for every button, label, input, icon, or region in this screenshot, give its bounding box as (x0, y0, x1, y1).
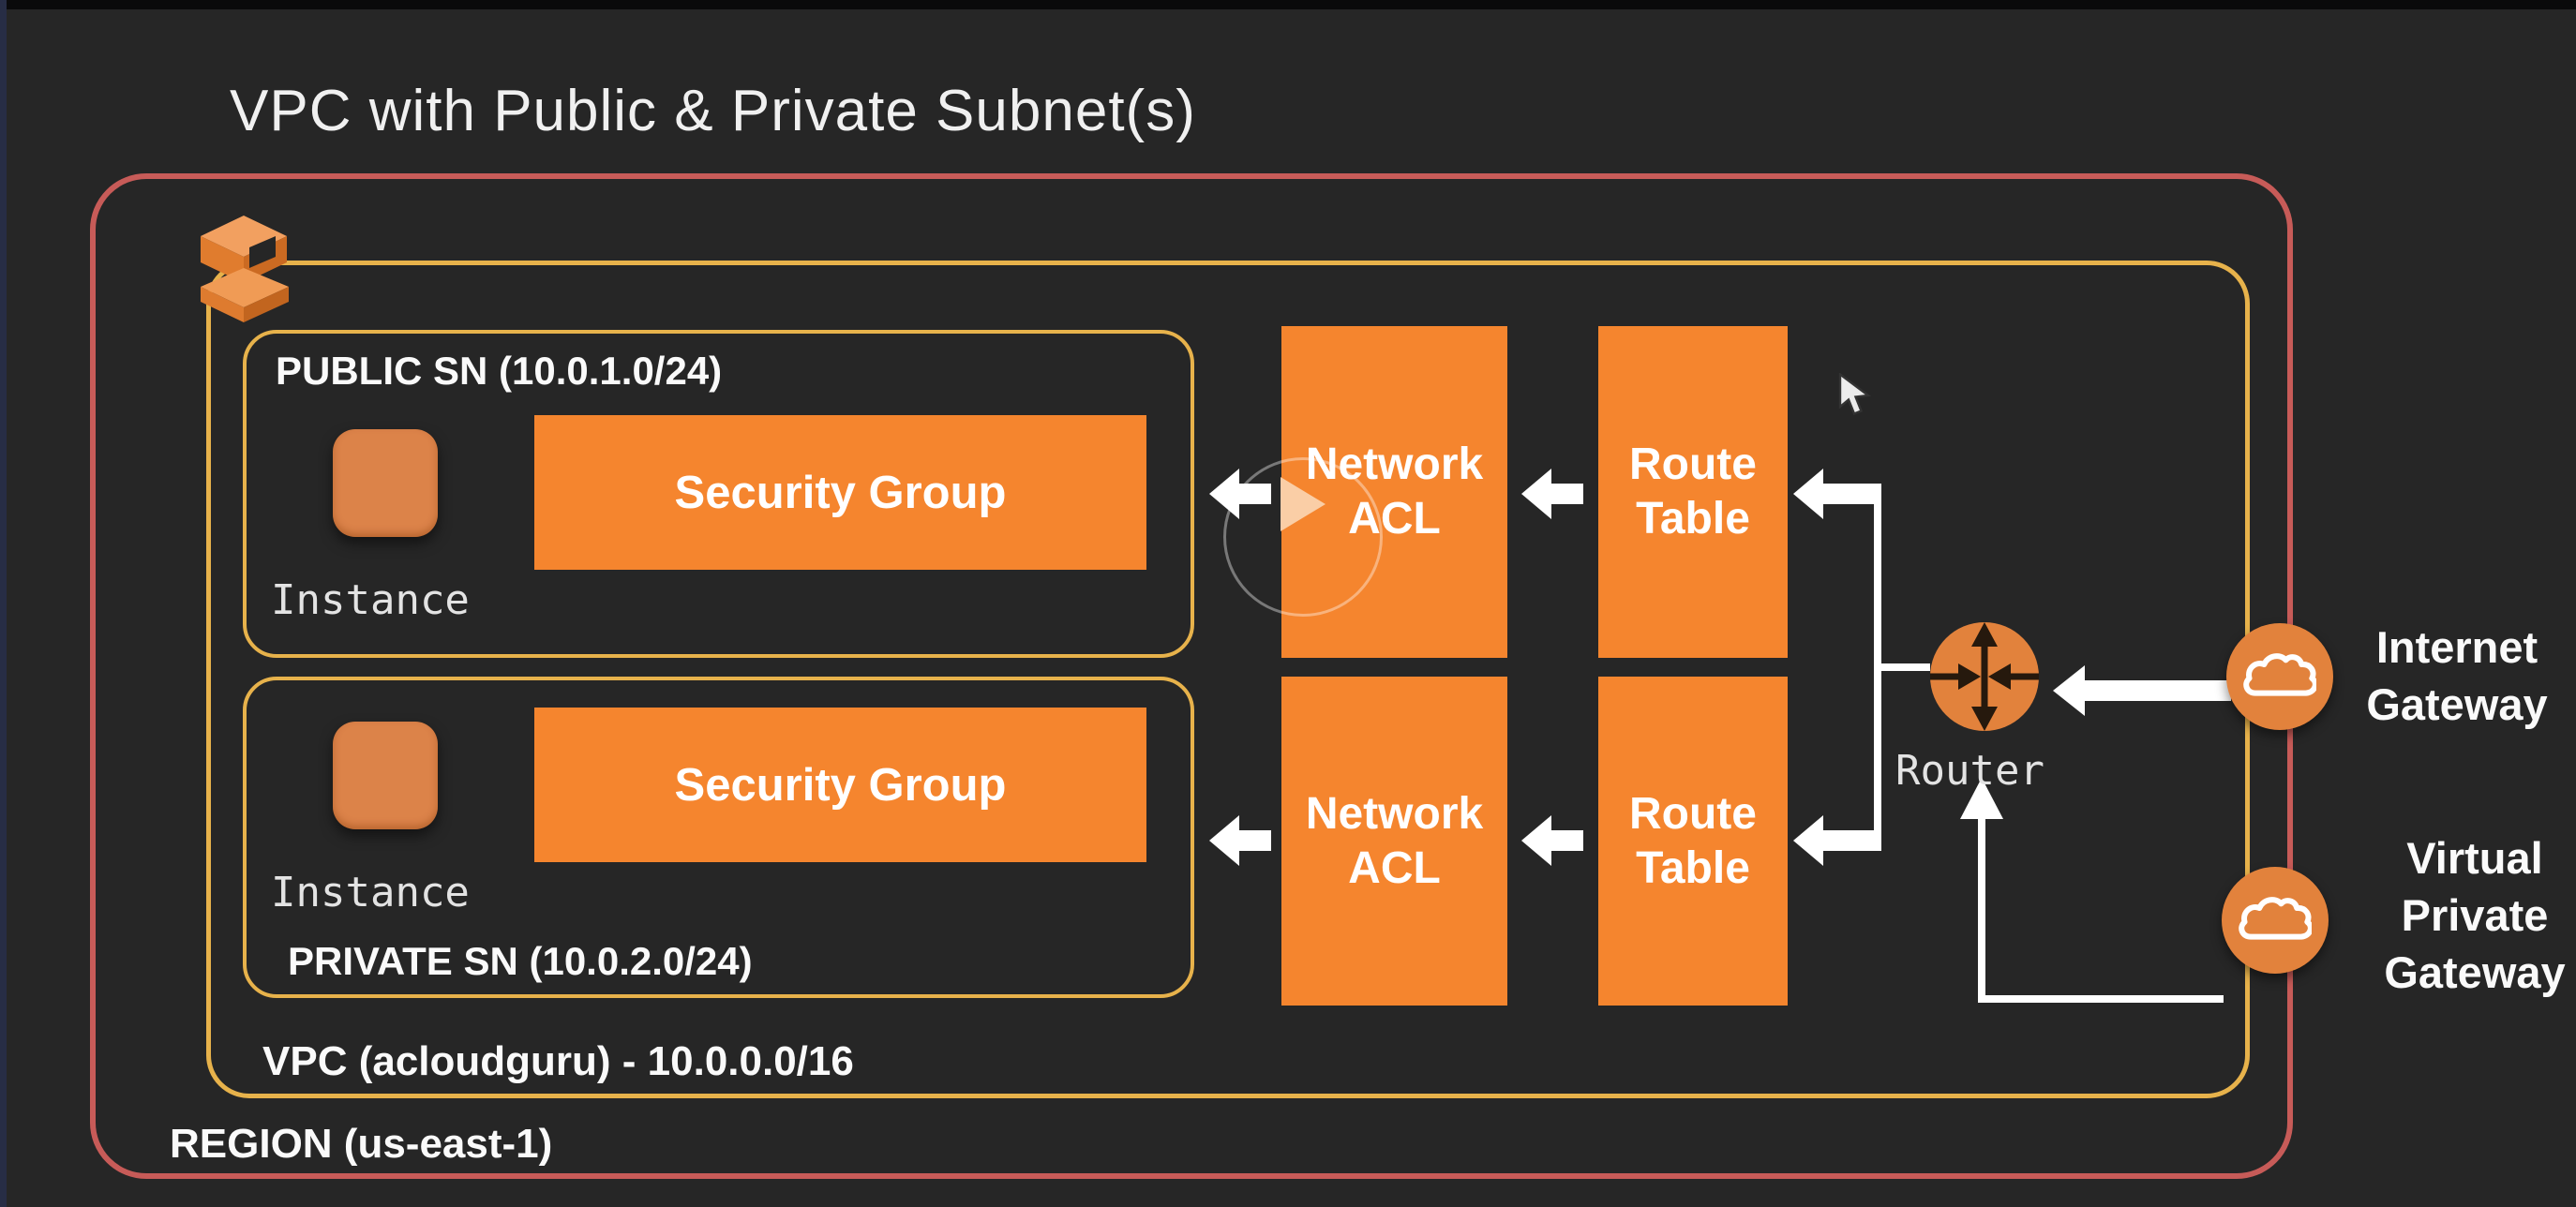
internet-gateway-label: Internet Gateway (2334, 618, 2576, 733)
private-subnet-label: PRIVATE SN (10.0.2.0/24) (288, 939, 753, 983)
video-left-edge (0, 0, 7, 1207)
vpg-label-line: Gateway (2384, 947, 2566, 997)
region-label: REGION (us-east-1) (170, 1121, 553, 1167)
route-table-label: Route (1629, 788, 1757, 839)
route-table-box: Route Table (1598, 326, 1788, 658)
security-group-label: Security Group (674, 759, 1007, 811)
instance-label: Instance (271, 576, 470, 624)
mouse-cursor-icon (1838, 373, 1872, 416)
internet-gateway-label-line: Gateway (2366, 679, 2548, 729)
virtual-private-gateway-label: Virtual Private Gateway (2334, 829, 2576, 1001)
security-group-label: Security Group (674, 467, 1007, 518)
route-table-label: Route (1629, 440, 1757, 489)
vpg-label-line: Private (2401, 890, 2549, 940)
network-acl-box: Network ACL (1281, 677, 1507, 1006)
vpg-label-line: Virtual (2406, 833, 2543, 883)
cloud-icon (2239, 897, 2312, 940)
security-group-box: Security Group (534, 415, 1146, 570)
security-group-box: Security Group (534, 708, 1146, 862)
flow-arrow-left-icon (1793, 469, 1881, 519)
private-subnet-boundary (243, 677, 1194, 998)
play-button-icon[interactable] (1281, 477, 1325, 531)
page-title: VPC with Public & Private Subnet(s) (230, 79, 1196, 143)
internet-gateway-label-line: Internet (2375, 622, 2539, 672)
route-table-label: Table (1636, 842, 1750, 893)
instance-icon (333, 722, 438, 829)
network-acl-label: ACL (1348, 842, 1441, 893)
public-subnet-boundary (243, 330, 1194, 658)
instance-label: Instance (271, 869, 470, 916)
virtual-private-gateway-node (2222, 867, 2329, 974)
cloud-icon (2243, 653, 2316, 696)
vpg-router-line (1978, 995, 2224, 1003)
router-icon (1930, 622, 2039, 731)
vpc-icon (201, 216, 289, 322)
up-arrowhead-icon (1960, 778, 2003, 819)
route-table-box: Route Table (1598, 677, 1788, 1006)
flow-arrow-left-icon (2053, 665, 2231, 716)
router-label: Router (1895, 747, 2044, 795)
play-button-ring-icon[interactable] (1223, 457, 1383, 617)
vpg-router-line (1978, 817, 1985, 1003)
flow-arrow-left-icon (1793, 815, 1881, 866)
flow-arrow-left-icon (1209, 815, 1271, 866)
instance-icon (333, 429, 438, 537)
route-table-label: Table (1636, 494, 1750, 544)
internet-gateway-node (2226, 623, 2333, 730)
network-acl-label: Network (1305, 788, 1484, 839)
vpc-label: VPC (acloudguru) - 10.0.0.0/16 (262, 1038, 854, 1084)
router-bracket-stub (1874, 663, 1930, 671)
flow-arrow-left-icon (1521, 815, 1583, 866)
video-top-bar (0, 0, 2576, 9)
flow-arrow-left-icon (1521, 469, 1583, 519)
public-subnet-label: PUBLIC SN (10.0.1.0/24) (276, 349, 723, 393)
